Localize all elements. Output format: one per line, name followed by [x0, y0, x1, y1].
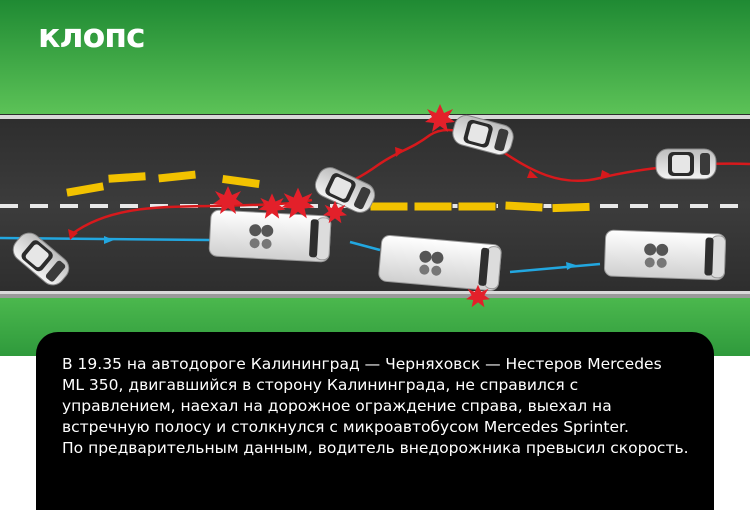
suv-direction-arrow — [527, 170, 538, 178]
brand-logo[interactable]: клопс — [38, 16, 146, 55]
suv-direction-arrow — [395, 147, 404, 157]
grass-top — [0, 0, 750, 114]
minibus-van-icon — [208, 209, 332, 263]
van-direction-arrow — [104, 236, 114, 244]
roadwork-barriers — [65, 169, 591, 214]
road-edge-top — [0, 115, 750, 119]
minibus-van-icon — [603, 229, 727, 281]
caption-text: В 19.35 на автодороге Калининград — Черн… — [62, 355, 689, 457]
suv-direction-arrow — [68, 229, 78, 240]
van-direction-arrow — [566, 262, 576, 270]
caption-box: В 19.35 на автодороге Калининград — Черн… — [36, 332, 714, 510]
suv-direction-arrow — [600, 170, 610, 180]
minibus-van-icon — [377, 234, 503, 292]
suv-car-icon — [655, 148, 717, 180]
guard-rail — [0, 294, 750, 298]
road-edge-bottom — [0, 291, 750, 294]
